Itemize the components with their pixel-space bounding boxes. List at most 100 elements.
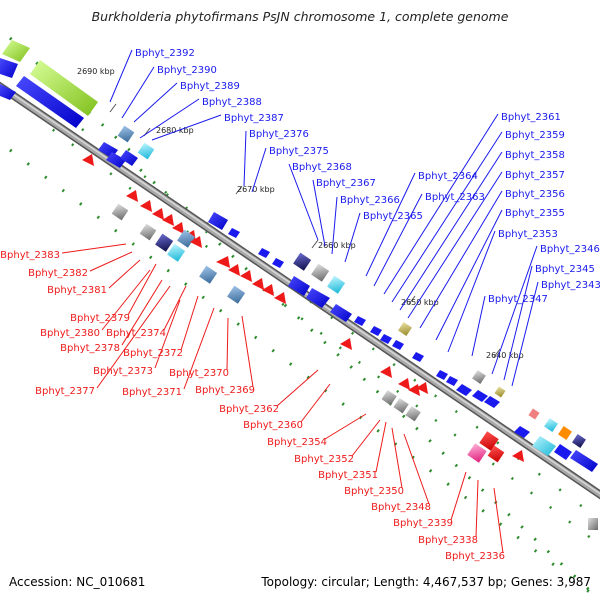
gene-label-bphyt_2365[interactable]: Bphyt_2365 <box>363 211 423 222</box>
leader-line <box>154 299 181 369</box>
gene-label-bphyt_2378[interactable]: Bphyt_2378 <box>60 343 120 354</box>
leader-line <box>407 171 503 319</box>
scale-ticks: 2690 kbp 2680 kbp 2670 kbp 2660 kbp 2650… <box>77 67 524 360</box>
gc-skew-dots <box>8 36 600 600</box>
leader-line <box>276 369 319 407</box>
gene-label-bphyt_2371[interactable]: Bphyt_2371 <box>122 387 182 398</box>
gene-label-bphyt_2383[interactable]: Bphyt_2383 <box>0 250 60 261</box>
gene-label-bphyt_2379[interactable]: Bphyt_2379 <box>70 313 130 324</box>
gene-label-bphyt_2343[interactable]: Bphyt_2343 <box>541 280 600 291</box>
leader-line <box>183 307 215 390</box>
leader-line <box>324 413 367 440</box>
forward-strand-features <box>98 125 598 530</box>
gene-label-bphyt_2360[interactable]: Bphyt_2360 <box>243 420 303 431</box>
gene-label-bphyt_2368[interactable]: Bphyt_2368 <box>292 162 352 173</box>
gene-label-bphyt_2357[interactable]: Bphyt_2357 <box>505 170 565 181</box>
gene-label-bphyt_2390[interactable]: Bphyt_2390 <box>157 65 217 76</box>
leader-line <box>403 433 430 505</box>
gene-label-bphyt_2363[interactable]: Bphyt_2363 <box>425 192 485 203</box>
leader-line <box>419 190 503 329</box>
leader-line <box>139 98 200 139</box>
gene-label-bphyt_2373[interactable]: Bphyt_2373 <box>93 366 153 377</box>
gene-label-bphyt_2353[interactable]: Bphyt_2353 <box>498 229 558 240</box>
leader-line <box>391 427 403 489</box>
leader-line <box>121 279 163 346</box>
leader-line <box>331 196 338 255</box>
leader-line <box>450 471 467 521</box>
forward-gene-labels: Bphyt_2392Bphyt_2390Bphyt_2389Bphyt_2388… <box>109 48 600 387</box>
gene-label-bphyt_2358[interactable]: Bphyt_2358 <box>505 150 565 161</box>
leader-line <box>251 147 267 193</box>
gene-label-bphyt_2355[interactable]: Bphyt_2355 <box>505 208 565 219</box>
leader-line <box>226 317 229 371</box>
gene-label-bphyt_2382[interactable]: Bphyt_2382 <box>28 268 88 279</box>
leader-line <box>312 179 326 247</box>
gene-label-bphyt_2367[interactable]: Bphyt_2367 <box>316 178 376 189</box>
leader-line <box>503 265 533 381</box>
leader-line <box>288 163 319 241</box>
gene-label-bphyt_2381[interactable]: Bphyt_2381 <box>47 285 107 296</box>
gene-label-bphyt_2361[interactable]: Bphyt_2361 <box>501 112 561 123</box>
gene-label-bphyt_2375[interactable]: Bphyt_2375 <box>269 146 329 157</box>
gene-label-bphyt_2377[interactable]: Bphyt_2377 <box>35 386 95 397</box>
gene-label-bphyt_2345[interactable]: Bphyt_2345 <box>535 264 595 275</box>
leader-line <box>300 383 331 423</box>
gene-label-bphyt_2369[interactable]: Bphyt_2369 <box>195 385 255 396</box>
leader-line <box>163 285 187 331</box>
gene-label-bphyt_2366[interactable]: Bphyt_2366 <box>340 195 400 206</box>
leader-line <box>243 130 247 187</box>
tick-label: 2640 kbp <box>486 351 524 360</box>
gene-label-bphyt_2388[interactable]: Bphyt_2388 <box>202 97 262 108</box>
leader-line <box>108 259 141 289</box>
gene-label-bphyt_2346[interactable]: Bphyt_2346 <box>540 244 600 255</box>
leader-line <box>133 82 178 123</box>
gene-label-bphyt_2336[interactable]: Bphyt_2336 <box>445 551 505 562</box>
genome-summary-text: Topology: circular; Length: 4,467,537 bp… <box>261 575 591 589</box>
gene-label-bphyt_2389[interactable]: Bphyt_2389 <box>180 81 240 92</box>
leader-line <box>447 230 496 353</box>
gene-label-bphyt_2387[interactable]: Bphyt_2387 <box>224 113 284 124</box>
leader-line <box>180 295 199 351</box>
tick-label: 2650 kbp <box>401 298 439 307</box>
leader-line <box>373 193 423 287</box>
gene-label-bphyt_2347[interactable]: Bphyt_2347 <box>488 294 548 305</box>
leader-line <box>375 421 387 473</box>
gene-label-bphyt_2392[interactable]: Bphyt_2392 <box>135 48 195 59</box>
leader-line <box>493 487 504 554</box>
leader-line <box>435 209 503 341</box>
leader-line <box>109 49 133 103</box>
leader-line <box>491 245 538 375</box>
leader-line <box>101 269 151 331</box>
gene-label-bphyt_2348[interactable]: Bphyt_2348 <box>371 502 431 513</box>
gene-label-bphyt_2338[interactable]: Bphyt_2338 <box>418 535 478 546</box>
leader-line <box>391 131 503 303</box>
leader-line <box>344 212 361 263</box>
leader-line <box>121 66 155 119</box>
leader-line <box>96 285 171 389</box>
gene-label-bphyt_2359[interactable]: Bphyt_2359 <box>505 130 565 141</box>
gene-label-bphyt_2380[interactable]: Bphyt_2380 <box>40 328 100 339</box>
gene-label-bphyt_2339[interactable]: Bphyt_2339 <box>393 518 453 529</box>
gene-label-bphyt_2351[interactable]: Bphyt_2351 <box>318 470 378 481</box>
gene-label-bphyt_2362[interactable]: Bphyt_2362 <box>219 404 279 415</box>
gene-label-bphyt_2352[interactable]: Bphyt_2352 <box>294 454 354 465</box>
tick-label: 2690 kbp <box>77 67 115 76</box>
tick-label: 2670 kbp <box>237 185 275 194</box>
rna-feature-blocks <box>0 40 98 128</box>
leader-line <box>127 263 157 316</box>
gene-label-bphyt_2376[interactable]: Bphyt_2376 <box>249 129 309 140</box>
gene-label-bphyt_2370[interactable]: Bphyt_2370 <box>169 368 229 379</box>
leader-line <box>511 281 539 387</box>
gene-label-bphyt_2350[interactable]: Bphyt_2350 <box>344 486 404 497</box>
map-title: Burkholderia phytofirmans PsJN chromosom… <box>91 9 509 24</box>
gene-label-bphyt_2356[interactable]: Bphyt_2356 <box>505 189 565 200</box>
leader-line <box>471 295 486 357</box>
leader-line <box>89 251 133 272</box>
gene-label-bphyt_2372[interactable]: Bphyt_2372 <box>123 348 183 359</box>
leader-line <box>399 151 503 311</box>
tick-label: 2680 kbp <box>156 126 194 135</box>
gene-label-bphyt_2364[interactable]: Bphyt_2364 <box>418 171 478 182</box>
gene-label-bphyt_2354[interactable]: Bphyt_2354 <box>267 437 327 448</box>
